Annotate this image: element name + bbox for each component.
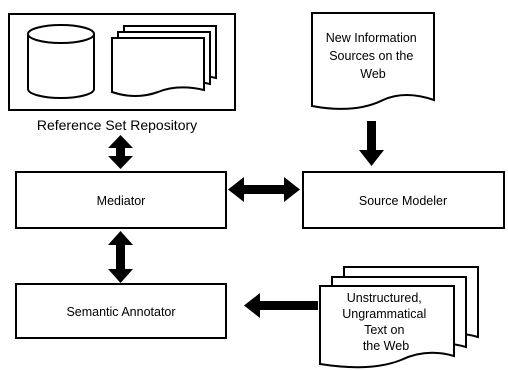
arrow-repository-mediator — [108, 135, 133, 169]
new-sources-line-2: Sources on the — [329, 49, 413, 63]
svg-text:New Information Sources on: New Information Sources on the Web — [326, 31, 421, 81]
unstructured-line-4: the Web — [363, 339, 409, 353]
document-stack-icon — [111, 25, 217, 97]
new-sources-line-3: Web — [360, 67, 386, 81]
unstructured-line-2: Ungrammatical — [342, 307, 426, 321]
unstructured-line-1: Unstructured, — [347, 291, 422, 305]
source-modeler-box — [302, 171, 505, 229]
semantic-annotator-box — [15, 283, 227, 339]
unstructured-line-3: Text on — [364, 323, 404, 337]
arrow-sources-to-modeler — [359, 121, 384, 166]
mediator-label: Mediator — [97, 194, 146, 208]
mediator-box — [15, 171, 227, 229]
arrow-text-to-annotator — [244, 293, 318, 318]
arrow-mediator-annotator — [108, 231, 133, 283]
repository-label: Reference Set Repository — [37, 117, 197, 133]
semantic-annotator-label: Semantic Annotator — [66, 305, 175, 319]
new-sources-document — [311, 12, 435, 110]
unstructured-text-stack — [319, 266, 479, 369]
svg-text:Unstructured, Ungrammatica: Unstructured, Ungrammatical Text on the … — [342, 291, 430, 353]
arrow-mediator-modeler — [228, 177, 300, 202]
database-cylinder-icon — [27, 24, 95, 99]
source-modeler-label: Source Modeler — [359, 194, 447, 208]
new-sources-line-1: New Information — [326, 31, 417, 45]
